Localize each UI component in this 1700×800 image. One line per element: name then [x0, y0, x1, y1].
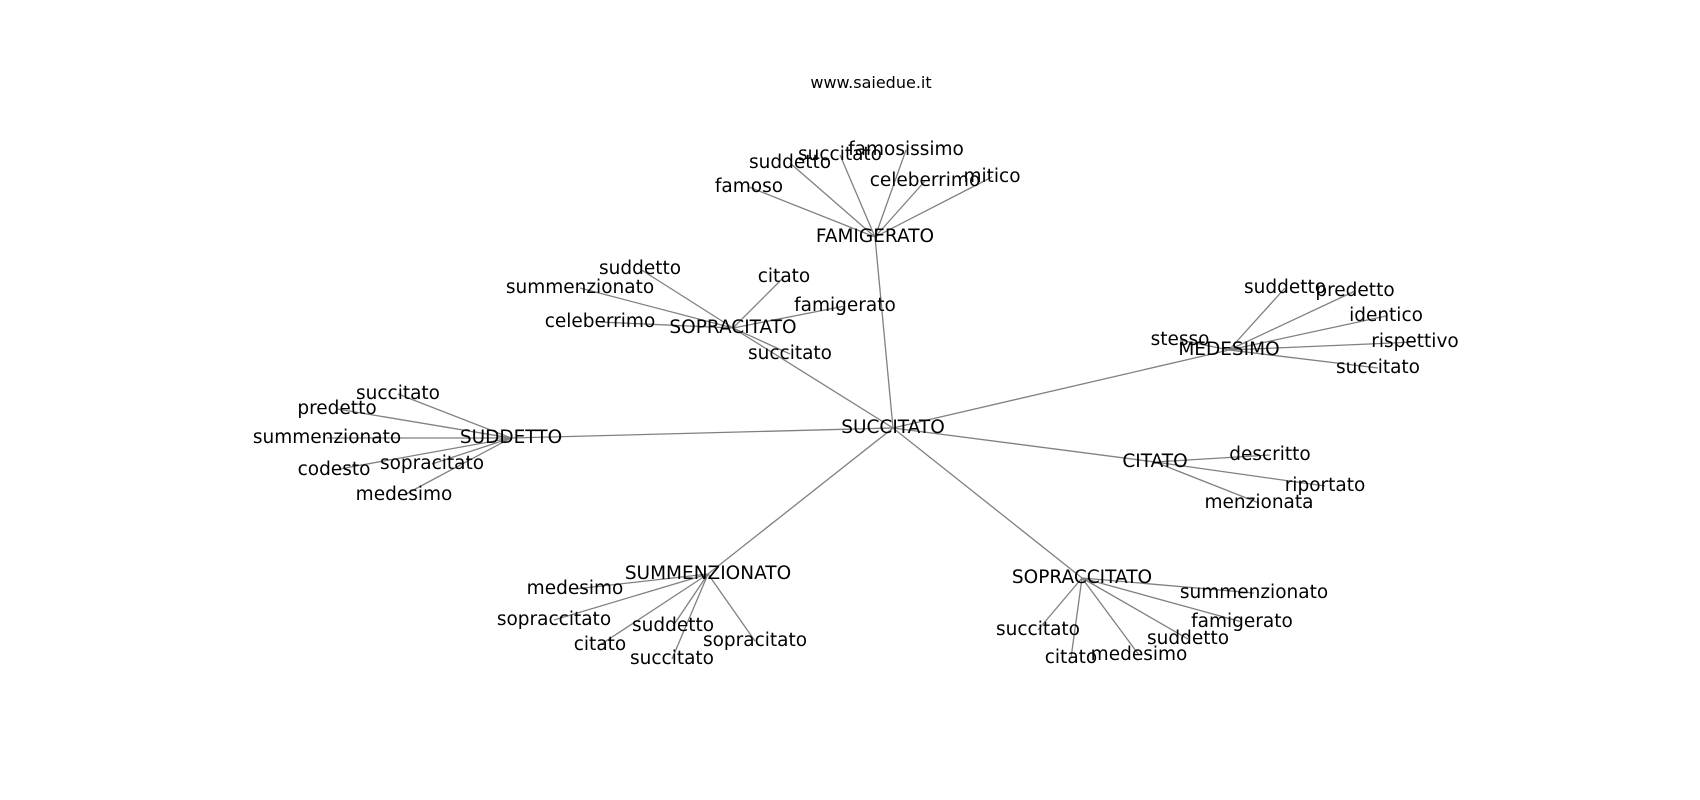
node-hub-medesimo: MEDESIMO	[1178, 339, 1279, 360]
edge-summenzionato-sopracitato	[707, 573, 756, 642]
edge-citato-descritto	[1154, 454, 1271, 463]
edge-sopracitato-summenzionato	[579, 287, 734, 329]
node-leaf-suddetto-succitato: succitato	[356, 383, 440, 404]
node-leaf-sopracitato-succitato: succitato	[748, 343, 832, 364]
edge-citato-riportato	[1154, 461, 1326, 487]
node-root-succitato: SUCCITATO	[841, 417, 945, 438]
edge-medesimo-rispettivo	[1228, 341, 1416, 351]
edge-summenzionato-succitato	[671, 573, 709, 660]
node-leaf-sopracitato-citato: citato	[758, 266, 810, 287]
node-leaf-medesimo-identico: identico	[1349, 305, 1423, 326]
node-leaf-summenzionato-citato: citato	[574, 634, 626, 655]
node-leaf-suddetto-sopracitato: sopracitato	[380, 453, 484, 474]
edge-medesimo-identico	[1228, 315, 1387, 351]
edge-sopracitato-citato	[732, 276, 785, 329]
edge-sopracitato-famigerato	[732, 305, 846, 329]
edge-sopraccitato-famigerato	[1081, 577, 1243, 623]
node-leaf-summenzionato-medesimo: medesimo	[527, 578, 624, 599]
node-leaf-medesimo-predetto: predetto	[1315, 280, 1394, 301]
edge-sopraccitato-suddetto	[1081, 577, 1189, 640]
edge-summenzionato-sopraccitato	[553, 573, 709, 621]
edge-suddetto-codesto	[333, 437, 512, 471]
edge-root-suddetto	[510, 427, 894, 439]
node-leaf-summenzionato-succitato: succitato	[630, 648, 714, 669]
node-leaf-famigerato-famosissimo: famosissimo	[848, 139, 964, 160]
node-hub-citato: CITATO	[1122, 451, 1187, 472]
node-leaf-famigerato-mitico: mitico	[963, 166, 1020, 187]
edge-famigerato-famosissimo	[874, 149, 907, 238]
node-leaf-sopraccitato-succitato: succitato	[996, 619, 1080, 640]
edge-famigerato-celeberrimo	[874, 180, 926, 238]
node-leaf-sopraccitato-summenzionato: summenzionato	[1180, 582, 1328, 603]
node-leaf-suddetto-summenzionato: summenzionato	[253, 427, 401, 448]
node-leaf-famigerato-succitato: succitato	[798, 144, 882, 165]
site-title: www.saiedue.it	[810, 73, 931, 92]
node-leaf-citato-descritto: descritto	[1229, 444, 1311, 465]
node-leaf-sopraccitato-medesimo: medesimo	[1091, 644, 1188, 665]
node-leaf-summenzionato-sopraccitato: sopraccitato	[497, 609, 611, 630]
edge-medesimo-predetto	[1228, 290, 1356, 351]
edge-root-summenzionato	[707, 427, 894, 575]
edge-sopraccitato-medesimo	[1081, 577, 1140, 656]
edge-medesimo-suddetto	[1228, 287, 1286, 351]
node-leaf-medesimo-rispettivo: rispettivo	[1371, 331, 1458, 352]
edge-medesimo-stesso	[1179, 339, 1230, 351]
node-leaf-famigerato-famoso: famoso	[715, 176, 783, 197]
edge-root-medesimo	[892, 349, 1230, 429]
node-leaf-medesimo-suddetto: suddetto	[1244, 277, 1326, 298]
edge-sopraccitato-summenzionato	[1081, 577, 1255, 594]
edge-suddetto-sopracitato	[431, 437, 512, 465]
edge-famigerato-succitato	[839, 154, 876, 238]
edge-famigerato-suddetto	[789, 162, 876, 238]
node-leaf-citato-menzionata: menzionata	[1205, 492, 1314, 513]
edge-summenzionato-citato	[599, 573, 709, 646]
node-hub-sopraccitato: SOPRACCITATO	[1012, 567, 1152, 588]
edge-sopraccitato-citato	[1070, 577, 1083, 659]
node-hub-sopracitato: SOPRACITATO	[669, 317, 796, 338]
node-leaf-suddetto-codesto: codesto	[298, 459, 371, 480]
node-hub-suddetto: SUDDETTO	[460, 427, 562, 448]
node-leaf-medesimo-succitato: succitato	[1336, 357, 1420, 378]
node-leaf-sopraccitato-suddetto: suddetto	[1147, 628, 1229, 649]
edge-sopracitato-celeberrimo	[599, 321, 734, 329]
labels-layer: SUCCITATOFAMIGERATOfamososuddettosuccita…	[253, 139, 1459, 669]
edge-suddetto-predetto	[336, 408, 512, 439]
edge-sopraccitato-succitato	[1037, 577, 1083, 631]
node-leaf-medesimo-stesso: stesso	[1151, 329, 1210, 350]
edge-famigerato-mitico	[874, 176, 993, 238]
edge-suddetto-succitato	[397, 393, 512, 439]
edge-root-sopracitato	[732, 327, 894, 429]
edge-summenzionato-suddetto	[672, 573, 709, 627]
node-leaf-suddetto-predetto: predetto	[297, 398, 376, 419]
edges-layer	[327, 149, 1416, 660]
node-leaf-sopracitato-celeberrimo: celeberrimo	[545, 311, 656, 332]
node-leaf-famigerato-suddetto: suddetto	[749, 152, 831, 173]
edge-summenzionato-medesimo	[574, 573, 709, 590]
node-leaf-sopraccitato-famigerato: famigerato	[1191, 611, 1293, 632]
node-leaf-sopracitato-summenzionato: summenzionato	[506, 277, 654, 298]
node-leaf-sopracitato-famigerato: famigerato	[794, 295, 896, 316]
node-hub-famigerato: FAMIGERATO	[816, 226, 934, 247]
edge-root-citato	[892, 427, 1156, 463]
node-leaf-sopraccitato-citato: citato	[1045, 647, 1097, 668]
edge-famigerato-famoso	[748, 186, 876, 238]
edge-citato-menzionata	[1154, 461, 1260, 504]
edge-sopracitato-succitato	[732, 327, 791, 355]
node-leaf-summenzionato-sopracitato: sopracitato	[703, 630, 807, 651]
node-leaf-summenzionato-suddetto: suddetto	[632, 615, 714, 636]
node-hub-summenzionato: SUMMENZIONATO	[625, 563, 791, 584]
node-leaf-famigerato-celeberrimo: celeberrimo	[870, 170, 981, 191]
edge-root-sopraccitato	[892, 427, 1083, 579]
edge-medesimo-succitato	[1228, 349, 1379, 369]
edge-sopracitato-suddetto	[639, 268, 734, 329]
node-leaf-sopracitato-suddetto: suddetto	[599, 258, 681, 279]
edge-root-famigerato	[874, 236, 894, 429]
node-leaf-citato-riportato: riportato	[1285, 475, 1366, 496]
edge-suddetto-medesimo	[403, 437, 512, 496]
node-leaf-suddetto-medesimo: medesimo	[356, 484, 453, 505]
